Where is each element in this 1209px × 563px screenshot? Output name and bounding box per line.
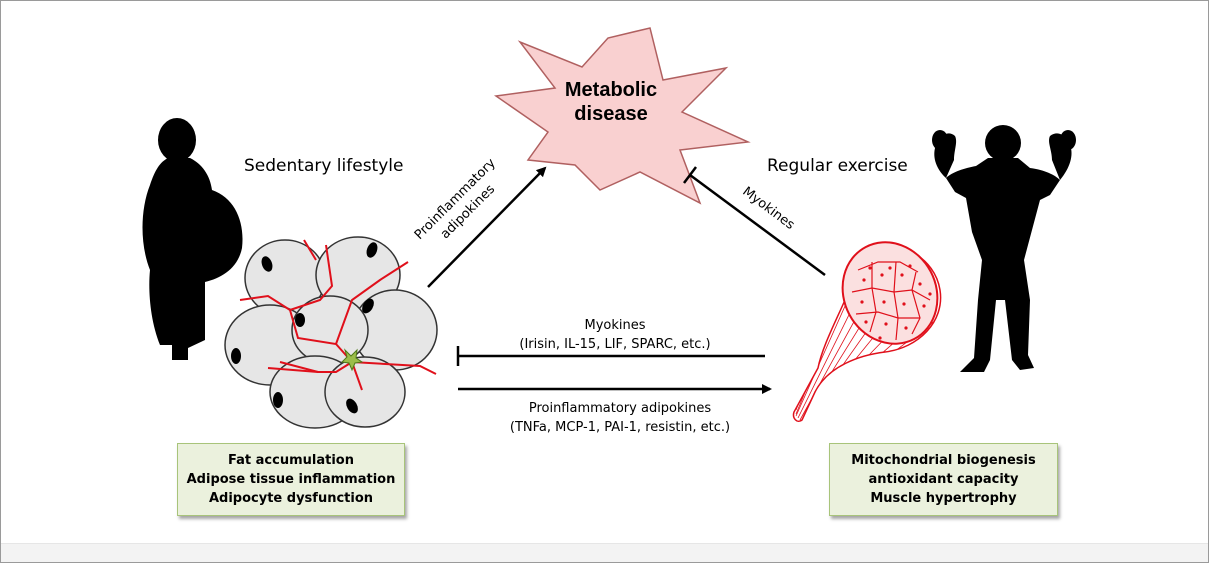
lower-arrow-line1: Proinflammatory adipokines — [528, 401, 712, 416]
right-effects-box: Mitochondrial biogenesis antioxidant cap… — [829, 443, 1058, 516]
upper-arrow-line2: (Irisin, IL-15, LIF, SPARC, etc.) — [519, 337, 711, 352]
bottom-band — [1, 543, 1208, 562]
left-effect-item: Fat accumulation — [228, 453, 354, 468]
obese-person-icon — [142, 118, 243, 360]
upper-arrow-label: Myokines (Irisin, IL-15, LIF, SPARC, etc… — [480, 316, 750, 354]
regular-exercise-title: Regular exercise — [767, 156, 908, 176]
bodybuilder-icon — [932, 125, 1076, 372]
left-effect-item: Adipose tissue inflammation — [186, 472, 396, 487]
metabolic-disease-label: Metabolic disease — [556, 78, 666, 126]
right-effect-item: Muscle hypertrophy — [870, 491, 1017, 506]
lower-arrow-label: Proinflammatory adipokines (TNFa, MCP-1,… — [470, 399, 770, 437]
metabolic-disease-line2: disease — [574, 103, 648, 125]
adipocyte-cluster-icon — [224, 236, 438, 429]
adipokine-diagonal-arrow — [427, 166, 547, 288]
myokine-inhibition-arrow — [683, 166, 826, 277]
right-effect-item: Mitochondrial biogenesis — [851, 453, 1036, 468]
metabolic-disease-line1: Metabolic — [564, 79, 658, 101]
sedentary-lifestyle-title: Sedentary lifestyle — [244, 156, 404, 176]
metabolic-disease-burst — [493, 27, 751, 205]
lower-arrow-line2: (TNFa, MCP-1, PAI-1, resistin, etc.) — [509, 420, 731, 435]
upper-arrow-line1: Myokines — [584, 318, 646, 333]
muscle-fiber-icon — [792, 241, 942, 423]
left-effects-box: Fat accumulation Adipose tissue inflamma… — [177, 443, 405, 516]
left-effect-item: Adipocyte dysfunction — [208, 491, 374, 506]
right-effect-item: antioxidant capacity — [868, 472, 1019, 487]
myokine-inhibition-horizontal — [456, 346, 765, 366]
